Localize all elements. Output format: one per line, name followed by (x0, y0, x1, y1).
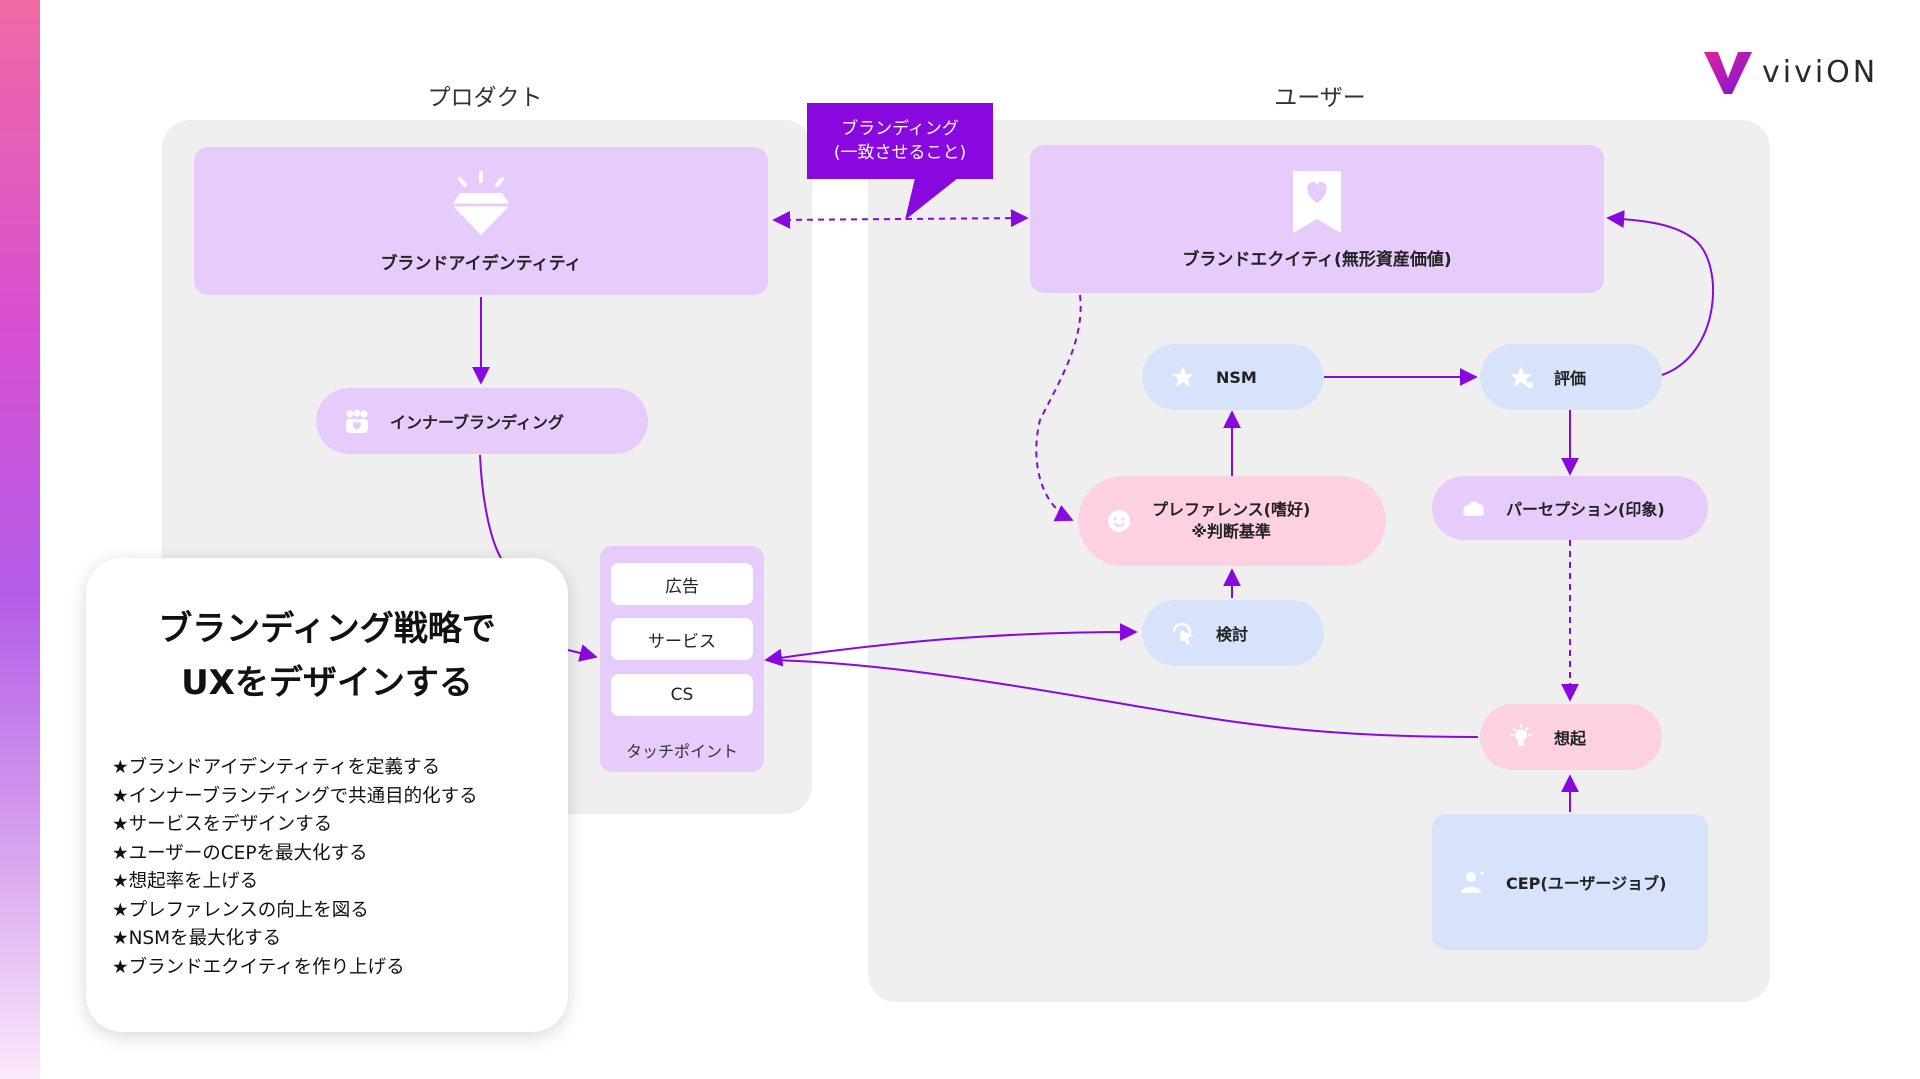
arrow-card-touchpoint (567, 644, 598, 662)
touchpoint-service: サービス (611, 618, 753, 660)
logo-text: viviON (1762, 54, 1879, 90)
smile-face-icon (1108, 510, 1130, 532)
summary-title-line1: ブランディング戦略で (158, 609, 496, 649)
touchpoint-ads: 広告 (611, 563, 753, 605)
summary-item: ★ユーザーのCEPを最大化する (112, 842, 368, 864)
brand-identity-box: ブランドアイデンティティ (194, 147, 768, 295)
star-icon (1510, 366, 1533, 388)
summary-title: ブランディング戦略で UXをデザインする (86, 602, 568, 710)
preference-label-line1: プレファレンス(嗜好) (1152, 500, 1311, 519)
touchpoint-group: 広告 サービス CS タッチポイント (600, 546, 764, 772)
summary-item: ★ブランドエクイティを作り上げる (112, 956, 405, 978)
arrow-equity-preference (1035, 294, 1082, 522)
branding-callout: ブランディング (一致させること) (807, 103, 993, 179)
evaluation-label: 評価 (1554, 369, 1587, 388)
summary-item: ★インナーブランディングで共通目的化する (112, 785, 478, 807)
summary-title-line2: UXをデザインする (181, 663, 473, 703)
perception-label: パーセプション(印象) (1506, 500, 1665, 519)
side-gradient-bar (0, 0, 40, 1079)
arrow-inner-card (479, 454, 503, 561)
inner-branding-label: インナーブランディング (390, 413, 564, 432)
user-icon (1461, 871, 1484, 893)
product-panel-title: プロダクト (427, 85, 543, 111)
sparkle-star-icon (1172, 366, 1194, 387)
nsm-pill: NSM (1142, 344, 1324, 410)
summary-list: ★ブランドアイデンティティを定義する ★インナーブランディングで共通目的化する … (112, 754, 478, 982)
cep-box: CEP(ユーザージョブ) (1432, 814, 1708, 950)
heart-badge-icon (1293, 170, 1341, 233)
brand-equity-box: ブランドエクイティ(無形資産価値) (1030, 145, 1604, 293)
evaluation-pill: 評価 (1480, 344, 1662, 410)
nsm-label: NSM (1216, 367, 1257, 387)
summary-item: ★NSMを最大化する (112, 928, 282, 949)
summary-item: ★プレファレンスの向上を図る (112, 899, 369, 921)
inner-branding-pill: インナーブランディング (316, 388, 648, 454)
touchpoint-label: タッチポイント (625, 742, 738, 761)
cloud-icon (1463, 501, 1484, 516)
arrow-identity-equity (772, 209, 1029, 229)
cursor-click-icon (1172, 622, 1193, 645)
recall-label: 想起 (1554, 729, 1587, 748)
cep-label: CEP(ユーザージョブ) (1506, 874, 1667, 893)
summary-item: ★想起率を上げる (112, 871, 259, 892)
arrow-evaluation-equity (1606, 210, 1714, 376)
summary-item: ★サービスをデザインする (112, 814, 333, 835)
user-panel-title: ユーザー (1274, 85, 1366, 111)
callout-line1: ブランディング (841, 119, 959, 139)
consideration-label: 検討 (1216, 625, 1249, 644)
touchpoint-cs: CS (611, 674, 753, 716)
arrow-touchpoint-consideration (764, 623, 1138, 667)
line-recall-touchpoint (769, 659, 1479, 738)
vivion-logo: viviON (1702, 42, 1882, 102)
summary-item: ★ブランドアイデンティティを定義する (112, 757, 440, 778)
perception-pill: パーセプション(印象) (1432, 476, 1708, 540)
preference-label-line2: ※判断基準 (1191, 522, 1271, 541)
vivion-logo-mark-icon (1704, 52, 1752, 94)
callout-line2: (一致させること) (833, 143, 967, 163)
brand-equity-label: ブランドエクイティ(無形資産価値) (1182, 249, 1452, 270)
lightbulb-icon (1510, 724, 1532, 746)
brand-identity-label: ブランドアイデンティティ (380, 253, 582, 274)
summary-card: ブランディング戦略で UXをデザインする ★ブランドアイデンティティを定義する … (86, 558, 568, 1032)
diamond-icon (452, 170, 510, 235)
preference-pill: プレファレンス(嗜好) ※判断基準 (1078, 476, 1386, 566)
consideration-pill: 検討 (1142, 600, 1324, 666)
recall-pill: 想起 (1480, 704, 1662, 770)
team-heart-icon (346, 409, 368, 433)
